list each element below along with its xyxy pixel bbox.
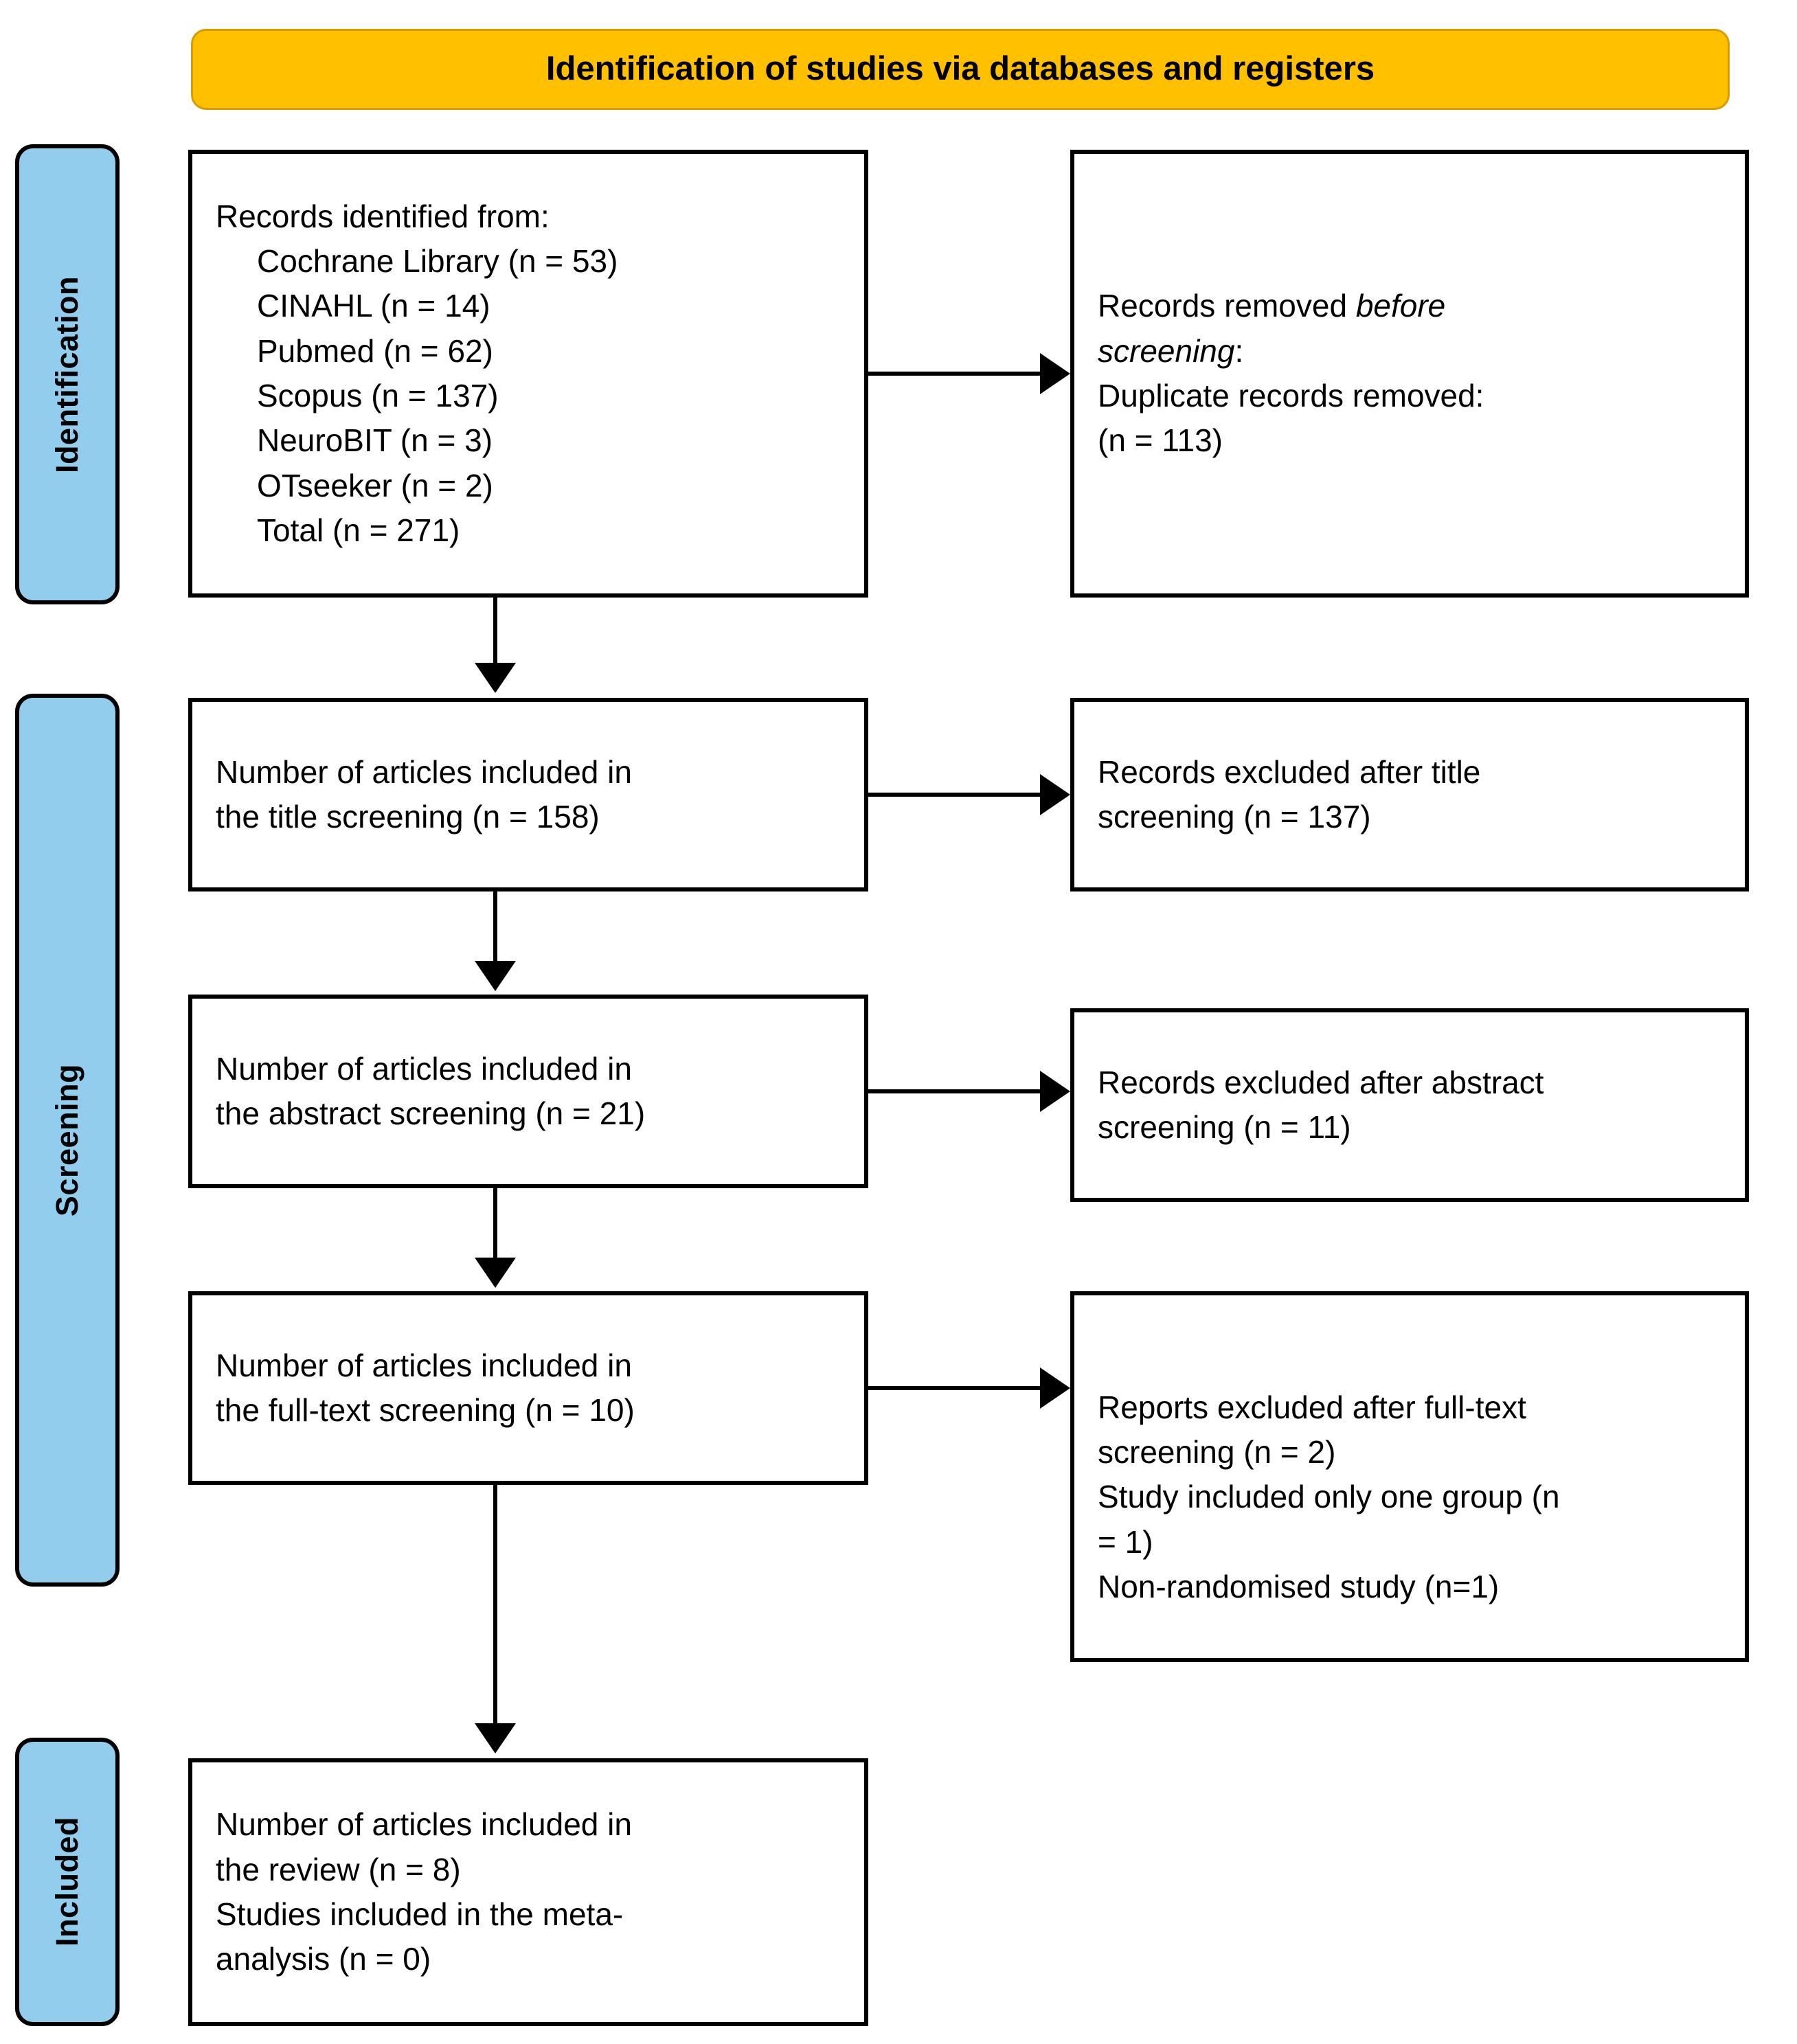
box-records-removed-before-screening: Records removed before screening: Duplic… (1070, 150, 1749, 598)
stage-label-identification-text: Identification (49, 275, 84, 473)
text-line: the abstract screening (n = 21) (216, 1095, 646, 1131)
text-line: Number of articles included in (216, 1347, 632, 1383)
box-abstract-screening-body: Number of articles included in the abstr… (192, 1047, 864, 1137)
diagram-title-banner: Identification of studies via databases … (191, 29, 1730, 110)
box-records-identified: Records identified from: Cochrane Librar… (188, 150, 868, 598)
text-line: OTseeker (n = 2) (257, 467, 493, 503)
box-excluded-title-body: Records excluded after title screening (… (1074, 750, 1745, 840)
stage-label-included-text: Included (49, 1817, 84, 1947)
text-line: Cochrane Library (n = 53) (257, 243, 618, 280)
box-records-removed-body: Records removed before screening: Duplic… (1074, 284, 1745, 463)
text-line: Non-randomised study (n=1) (1098, 1568, 1500, 1604)
box-abstract-screening: Number of articles included in the abstr… (188, 995, 868, 1188)
box-excluded-after-title-screening: Records excluded after title screening (… (1070, 698, 1749, 892)
text-line: Duplicate records removed: (1098, 378, 1484, 413)
text-line: the full-text screening (n = 10) (216, 1392, 635, 1428)
text-line: the review (n = 8) (216, 1851, 461, 1887)
box-excluded-abstract-body: Records excluded after abstract screenin… (1074, 1060, 1745, 1150)
arrow-head-right-fulltext-to-excluded (1040, 1367, 1070, 1409)
text-line: (n = 113) (1098, 422, 1223, 459)
text-line: Studies included in the meta- (216, 1896, 624, 1932)
connector-line-title-to-abstract (493, 892, 497, 964)
arrow-head-right-abstract-to-excluded (1040, 1071, 1070, 1112)
connector-line-identified-to-removed (868, 372, 1040, 376)
connector-line-abstract-to-excluded (868, 1089, 1040, 1093)
arrow-head-right-identified-to-removed (1040, 353, 1070, 394)
text-line: Total (n = 271) (257, 512, 460, 548)
text-line: NeuroBIT (n = 3) (257, 422, 493, 459)
box-title-screening-body: Number of articles included in the title… (192, 750, 864, 840)
text-line: screening: (1098, 329, 1721, 374)
text-line: Scopus (n = 137) (257, 378, 499, 413)
connector-line-fulltext-to-included (493, 1485, 497, 1727)
arrow-head-down-title-to-abstract (475, 961, 516, 991)
stage-label-identification: Identification (15, 144, 120, 604)
box-excluded-after-fulltext-screening: Reports excluded after full-text screeni… (1070, 1291, 1749, 1662)
text-span: : (1234, 332, 1244, 369)
stage-label-screening-text: Screening (49, 1063, 84, 1217)
box-included-body: Number of articles included in the revie… (192, 1802, 864, 1981)
connector-line-identified-to-title (493, 598, 497, 666)
text-line: Records excluded after title (1098, 753, 1481, 790)
arrow-head-down-identified-to-title (475, 663, 516, 693)
text-line: Number of articles included in (216, 753, 632, 790)
box-excluded-fulltext-body: Reports excluded after full-text screeni… (1074, 1344, 1745, 1610)
connector-line-abstract-to-fulltext (493, 1188, 497, 1261)
stage-label-screening: Screening (15, 694, 120, 1587)
text-line: screening (n = 2) (1098, 1434, 1336, 1470)
connector-line-title-to-excluded (868, 793, 1040, 797)
text-line: Study included only one group (n (1098, 1479, 1560, 1515)
text-span-italic: before (1355, 288, 1446, 324)
text-line: Number of articles included in (216, 1806, 632, 1843)
text-line: the title screening (n = 158) (216, 799, 600, 834)
arrow-head-right-title-to-excluded (1040, 774, 1070, 815)
box-excluded-after-abstract-screening: Records excluded after abstract screenin… (1070, 1008, 1749, 1202)
arrow-head-down-abstract-to-fulltext (475, 1258, 516, 1288)
text-line: Records excluded after abstract (1098, 1064, 1544, 1100)
text-line: analysis (n = 0) (216, 1941, 431, 1977)
text-line: = 1) (1098, 1523, 1153, 1560)
text-line: CINAHL (n = 14) (257, 288, 490, 324)
box-fulltext-screening: Number of articles included in the full-… (188, 1291, 868, 1485)
box-included-in-review: Number of articles included in the revie… (188, 1758, 868, 2026)
box-title-screening: Number of articles included in the title… (188, 698, 868, 892)
text-line: Number of articles included in (216, 1050, 632, 1087)
text-line: Reports excluded after full-text (1098, 1389, 1526, 1425)
text-span: Records removed (1098, 288, 1356, 324)
text-span-italic: screening (1098, 332, 1235, 369)
text-line: screening (n = 11) (1098, 1109, 1351, 1145)
text-line: Records removed before (1098, 284, 1721, 328)
text-line: Records identified from: (216, 198, 550, 234)
stage-label-included: Included (15, 1738, 120, 2026)
text-line: screening (n = 137) (1098, 799, 1371, 834)
connector-line-fulltext-to-excluded (868, 1386, 1040, 1390)
text-line: Pubmed (n = 62) (257, 332, 493, 369)
box-fulltext-screening-body: Number of articles included in the full-… (192, 1343, 864, 1433)
arrow-head-down-fulltext-to-included (475, 1723, 516, 1753)
box-records-identified-body: Records identified from: Cochrane Librar… (192, 194, 864, 554)
diagram-title-text: Identification of studies via databases … (545, 50, 1375, 88)
